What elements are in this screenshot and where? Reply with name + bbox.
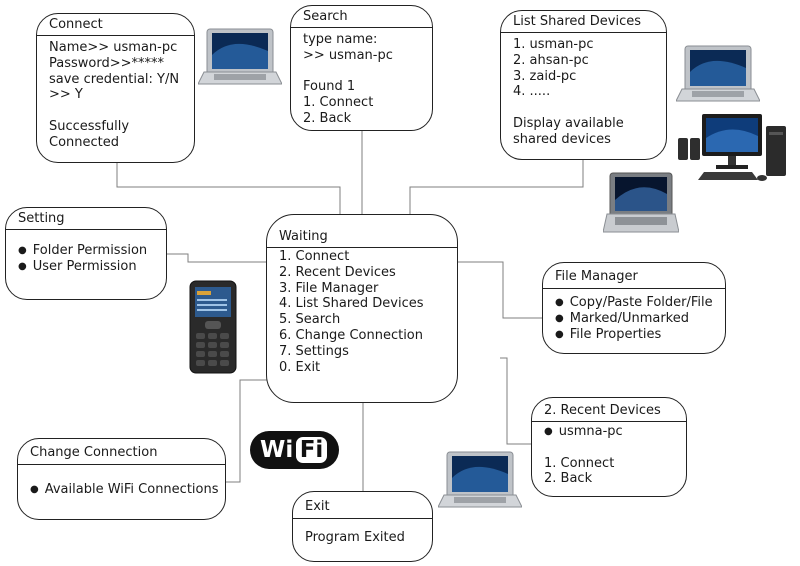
connect-line <box>49 103 194 119</box>
connect-line: >> Y <box>49 87 83 103</box>
desktop-computer-icon <box>678 114 786 181</box>
search-node: Search type name: >> usman-pc Found 1 1.… <box>290 5 433 131</box>
recent-device-bullet: usmna-pc <box>544 424 686 440</box>
search-line: >> usman-pc <box>303 47 393 63</box>
exit-node: Exit Program Exited <box>292 491 433 562</box>
connect-line: Name>> usman-pc <box>49 40 178 55</box>
wifi-logo-part1: Wi <box>260 437 294 463</box>
file-manager-node: File Manager Copy/Paste Folder/File Mark… <box>542 262 726 354</box>
setting-bullet: Folder Permission <box>18 243 166 259</box>
waiting-menu-item: 2. Recent Devices <box>279 264 396 280</box>
setting-title: Setting <box>6 208 166 230</box>
file-manager-bullet: Marked/Unmarked <box>555 311 725 327</box>
connector-change-conn-waiting <box>225 379 268 483</box>
waiting-menu-item: 6. Change Connection <box>279 327 423 343</box>
search-line <box>303 64 432 80</box>
recent-devices-line: 1. Connect <box>544 455 615 471</box>
wifi-logo-part2: Fi <box>296 437 327 463</box>
change-connection-node: Change Connection Available WiFi Connect… <box>17 438 226 520</box>
recent-devices-line: 2. Back <box>544 471 593 487</box>
mobile-phone-icon <box>189 280 237 374</box>
change-connection-bullet: Available WiFi Connections <box>30 482 225 498</box>
list-shared-line: 1. usman-pc <box>513 37 594 52</box>
laptop-icon <box>603 172 679 233</box>
file-manager-title: File Manager <box>543 263 725 289</box>
list-shared-line <box>513 100 666 116</box>
laptop-icon <box>438 451 522 508</box>
search-line: 1. Connect <box>303 95 374 111</box>
connect-node: Connect Name>> usman-pc Password>>***** … <box>36 13 195 163</box>
laptop-icon <box>198 28 282 85</box>
connect-line: save credential: Y/N <box>49 71 180 87</box>
recent-devices-node: 2. Recent Devices usmna-pc 1. Connect 2.… <box>531 397 687 497</box>
search-line: type name: <box>303 32 378 47</box>
exit-title: Exit <box>293 492 432 519</box>
connector-list-waiting <box>409 158 584 215</box>
recent-devices-title: 2. Recent Devices <box>532 398 686 422</box>
connector-connect-waiting <box>116 162 341 215</box>
connect-line: Password>>***** <box>49 55 165 71</box>
waiting-menu-item: 7. Settings <box>279 343 349 359</box>
waiting-menu-item: 3. File Manager <box>279 280 379 296</box>
change-connection-title: Change Connection <box>18 439 225 465</box>
search-line: Found 1 <box>303 79 356 95</box>
search-title: Search <box>291 6 432 28</box>
list-shared-line: shared devices <box>513 131 611 147</box>
list-shared-line: 4. ..... <box>513 84 551 100</box>
connect-title: Connect <box>37 14 194 36</box>
waiting-title: Waiting <box>267 215 457 248</box>
connect-line: Connected <box>49 134 120 150</box>
waiting-menu-item: 1. Connect <box>279 249 350 264</box>
wifi-logo: Wi Fi <box>250 431 339 469</box>
list-shared-line: 2. ahsan-pc <box>513 52 589 68</box>
exit-line: Program Exited <box>305 530 405 545</box>
connect-line: Successfully <box>49 118 130 134</box>
laptop-icon <box>676 45 760 102</box>
connector-recent-waiting <box>500 357 531 445</box>
list-shared-line: Display available <box>513 115 624 131</box>
recent-devices-line <box>544 440 686 456</box>
waiting-menu-item: 4. List Shared Devices <box>279 296 424 312</box>
list-shared-line: 3. zaid-pc <box>513 68 577 84</box>
connector-file-manager-waiting <box>458 261 543 319</box>
file-manager-bullet: Copy/Paste Folder/File <box>555 295 725 311</box>
waiting-menu-item: 5. Search <box>279 312 341 328</box>
connector-setting-waiting <box>166 253 266 263</box>
search-line: 2. Back <box>303 110 352 126</box>
waiting-menu-item: 0. Exit <box>279 359 321 375</box>
waiting-node: Waiting 1. Connect 2. Recent Devices 3. … <box>266 214 458 403</box>
list-shared-title: List Shared Devices <box>501 11 666 33</box>
list-shared-devices-node: List Shared Devices 1. usman-pc 2. ahsan… <box>500 10 667 160</box>
setting-node: Setting Folder Permission User Permissio… <box>5 207 167 300</box>
setting-bullet: User Permission <box>18 259 166 275</box>
file-manager-bullet: File Properties <box>555 327 725 343</box>
